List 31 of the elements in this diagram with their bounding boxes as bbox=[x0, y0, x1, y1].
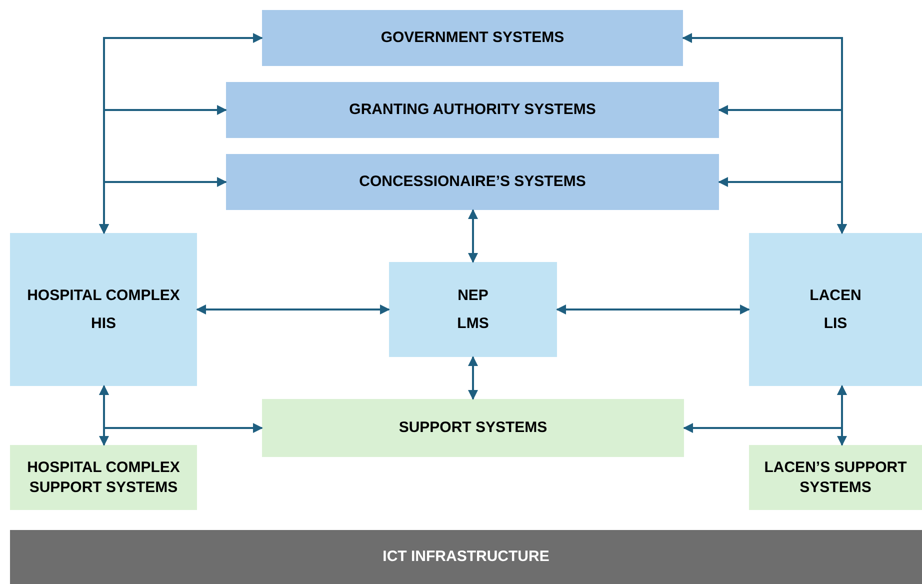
system-box bbox=[10, 233, 197, 386]
node-label: GOVERNMENT SYSTEMS bbox=[380, 28, 564, 48]
node-label: CONCESSIONAIRE’S SYSTEMS bbox=[359, 172, 586, 192]
node-label: NEP bbox=[458, 286, 488, 306]
connector-arrow bbox=[468, 356, 478, 400]
node-label: ICT INFRASTRUCTURE bbox=[382, 547, 550, 567]
support-box bbox=[749, 445, 922, 510]
connector-arrow bbox=[683, 385, 847, 433]
system-box bbox=[749, 233, 922, 386]
support-box bbox=[262, 399, 684, 457]
node-label: LACEN bbox=[810, 286, 862, 306]
node-label: GRANTING AUTHORITY SYSTEMS bbox=[349, 100, 596, 120]
connector-arrow bbox=[468, 209, 478, 263]
connector-arrow bbox=[196, 304, 390, 314]
system-box bbox=[226, 154, 719, 210]
node-label: SUPPORT SYSTEMS bbox=[398, 418, 548, 438]
system-box bbox=[262, 10, 683, 66]
node-label: HIS bbox=[90, 314, 116, 334]
infrastructure-bar bbox=[10, 530, 922, 584]
connector-arrow bbox=[556, 304, 750, 314]
node-label: HOSPITAL COMPLEX SUPPORT SYSTEMS bbox=[26, 458, 181, 498]
support-box bbox=[10, 445, 197, 510]
node-label: LMS bbox=[457, 314, 489, 334]
connector-arrow bbox=[718, 177, 847, 234]
connector-arrow bbox=[99, 385, 263, 433]
system-box bbox=[226, 82, 719, 138]
connector-arrow bbox=[99, 177, 227, 234]
node-label: HOSPITAL COMPLEX bbox=[27, 286, 180, 306]
node-label: LIS bbox=[824, 314, 848, 334]
system-box bbox=[389, 262, 557, 357]
node-label: LACEN’S SUPPORT SYSTEMS bbox=[763, 458, 908, 498]
